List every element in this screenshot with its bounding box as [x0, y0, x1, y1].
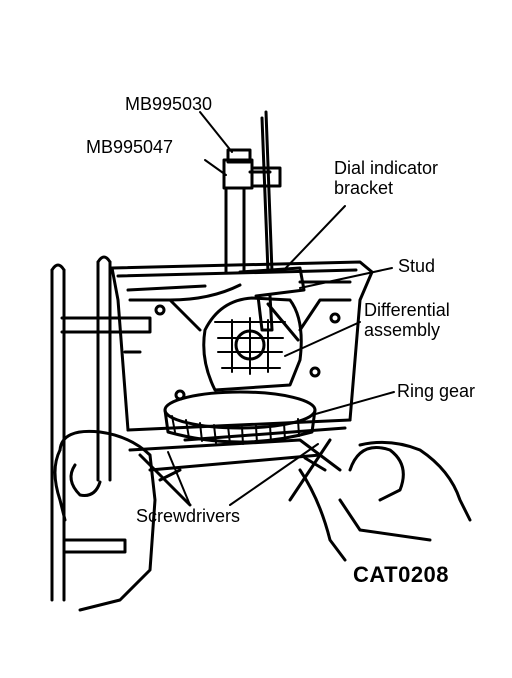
- figure-code: CAT0208: [353, 562, 450, 587]
- leader-dial-indicator-bracket: [281, 205, 346, 273]
- label-dial-line1: Dial indicator: [334, 158, 439, 178]
- label-dial-line2: bracket: [334, 178, 394, 198]
- leader-differential-assembly: [284, 321, 361, 357]
- differential-assembly-drawing: [202, 296, 303, 392]
- leader-mb995047: [204, 159, 227, 176]
- label-diff-line2: assembly: [364, 320, 441, 340]
- leader-screwdriver-right: [229, 443, 319, 506]
- label-screwdrivers: Screwdrivers: [136, 506, 241, 526]
- label-stud: Stud: [398, 256, 436, 276]
- leader-stud: [299, 267, 393, 289]
- leader-lines: [167, 111, 395, 506]
- label-dial-indicator-bracket: Dial indicator bracket: [334, 158, 438, 198]
- ring-gear-drawing: [163, 390, 317, 445]
- label-diff-line1: Differential: [364, 300, 450, 320]
- left-stand-frame: [50, 255, 152, 602]
- dial-indicator-tool: [222, 110, 306, 342]
- screwdrivers-drawing: [138, 438, 332, 507]
- leader-screwdriver-left: [167, 451, 191, 506]
- label-ring-gear: Ring gear: [397, 381, 476, 401]
- leader-ring-gear: [311, 391, 395, 416]
- label-mb995047: MB995047: [86, 137, 174, 157]
- label-mb995030: MB995030: [125, 94, 213, 114]
- label-differential-assembly: Differential assembly: [364, 300, 450, 340]
- leader-mb995030: [199, 111, 233, 153]
